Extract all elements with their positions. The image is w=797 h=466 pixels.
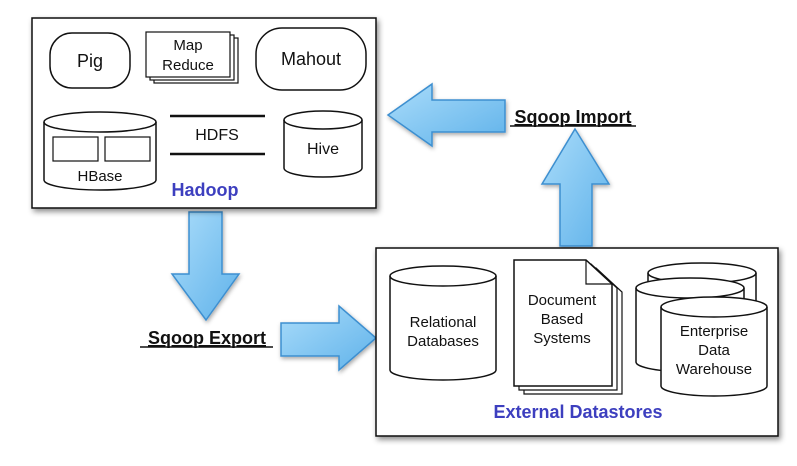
- relational-node: Relational Databases: [389, 265, 497, 381]
- hive-node: Hive: [283, 110, 363, 178]
- import-left-arrow-icon: [386, 82, 506, 148]
- warehouse-node: Enterprise Data Warehouse: [635, 262, 768, 397]
- sqoop-export-label: Sqoop Export: [148, 328, 266, 348]
- mapreduce-label-line1: Map: [173, 37, 202, 54]
- document-stack-icon: [513, 259, 613, 387]
- hadoop-panel: Pig Map Reduce Mahout HBase HDFS: [31, 17, 377, 209]
- hbase-cylinder-icon: [43, 111, 157, 191]
- relational-label-line1: Relational: [410, 314, 477, 331]
- warehouse-label-line3: Warehouse: [676, 361, 752, 378]
- external-panel: Relational Databases Document Based Syst…: [375, 247, 779, 437]
- hbase-node: HBase: [43, 111, 157, 191]
- hadoop-title: Hadoop: [172, 180, 239, 200]
- warehouse-label-line2: Data: [698, 342, 730, 359]
- pig-label: Pig: [77, 51, 103, 71]
- hive-label: Hive: [307, 141, 339, 158]
- hbase-label: HBase: [77, 168, 122, 185]
- pig-node: Pig: [49, 32, 131, 89]
- document-label-line3: Systems: [533, 330, 591, 347]
- mapreduce-node: Map Reduce: [145, 31, 239, 84]
- mahout-label: Mahout: [281, 49, 341, 69]
- sqoop-import-label: Sqoop Import: [515, 107, 632, 127]
- external-title: External Datastores: [493, 402, 662, 422]
- relational-label-line2: Databases: [407, 333, 479, 350]
- document-label-line2: Based: [541, 311, 584, 328]
- hdfs-label: HDFS: [195, 127, 239, 144]
- document-node: Document Based Systems: [513, 259, 623, 395]
- mapreduce-label-line2: Reduce: [162, 57, 214, 74]
- document-label-line1: Document: [528, 292, 597, 309]
- warehouse-cylinder-icon: [660, 296, 768, 397]
- mahout-node: Mahout: [255, 27, 367, 91]
- import-up-arrow-icon: [540, 127, 611, 247]
- hdfs-node: HDFS: [170, 114, 265, 156]
- export-right-arrow-icon: [280, 304, 378, 372]
- warehouse-label-line1: Enterprise: [680, 323, 748, 340]
- relational-cylinder-icon: [389, 265, 497, 381]
- export-down-arrow-icon: [170, 211, 241, 322]
